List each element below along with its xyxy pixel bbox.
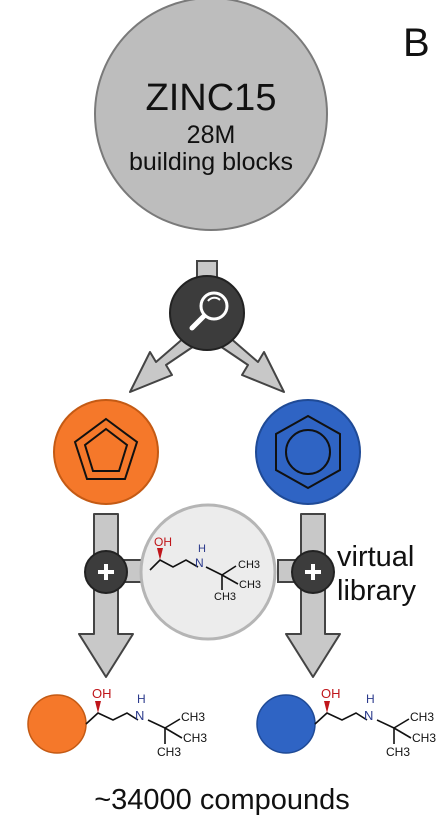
reagent-h: H bbox=[198, 543, 206, 555]
product-left-oh: OH bbox=[92, 686, 112, 701]
scaffold-left bbox=[53, 399, 159, 505]
product-right-oh: OH bbox=[321, 686, 341, 701]
right-plus-node bbox=[291, 550, 335, 594]
product-right-n: N bbox=[364, 708, 373, 723]
hexagon-ring bbox=[275, 414, 341, 490]
reagent-ch3-a: CH3 bbox=[238, 559, 260, 571]
product-right: OH H N CH3 CH3 CH3 bbox=[256, 686, 436, 759]
product-left: OH H N CH3 CH3 CH3 bbox=[27, 686, 207, 759]
side-label-line2: library bbox=[337, 575, 416, 607]
plus-icon bbox=[98, 564, 114, 580]
reagent-circle bbox=[139, 503, 277, 641]
reagent-n: N bbox=[195, 556, 204, 570]
reagent-ch3-c: CH3 bbox=[214, 591, 236, 603]
left-down-arrow bbox=[78, 513, 134, 678]
right-down-arrow bbox=[285, 513, 341, 678]
pentagon-ring-inner bbox=[83, 427, 129, 472]
product-right-h: H bbox=[366, 692, 375, 706]
reagent-oh: OH bbox=[154, 535, 172, 549]
product-right-ch3-a: CH3 bbox=[410, 710, 434, 724]
magnifier-icon bbox=[189, 291, 229, 331]
source-name: ZINC15 bbox=[146, 77, 277, 119]
reagent-ch3-b: CH3 bbox=[239, 579, 261, 591]
left-plus-node bbox=[84, 550, 128, 594]
reagent-structure: OH H N CH3 CH3 CH3 bbox=[149, 535, 261, 603]
source-count: 28M bbox=[187, 121, 236, 149]
product-right-ch3-c: CH3 bbox=[386, 745, 410, 759]
product-left-ch3-b: CH3 bbox=[183, 731, 207, 745]
product-left-h: H bbox=[137, 692, 146, 706]
aromatic-ring-circle bbox=[285, 429, 331, 475]
product-right-core bbox=[256, 694, 316, 754]
product-left-ch3-a: CH3 bbox=[181, 710, 205, 724]
footer-compound-count: ~34000 compounds bbox=[94, 784, 350, 816]
side-label-line1: virtual bbox=[337, 541, 414, 573]
zinc15-source-circle bbox=[94, 0, 328, 231]
plus-icon bbox=[305, 564, 321, 580]
product-right-ch3-b: CH3 bbox=[412, 731, 436, 745]
panel-label: B bbox=[403, 21, 430, 65]
product-left-core bbox=[27, 694, 87, 754]
filter-node bbox=[169, 275, 245, 351]
pentagon-ring-outer bbox=[73, 417, 139, 480]
source-description: building blocks bbox=[129, 148, 293, 176]
product-left-ch3-c: CH3 bbox=[157, 745, 181, 759]
product-left-n: N bbox=[135, 708, 144, 723]
scaffold-right bbox=[255, 399, 361, 505]
